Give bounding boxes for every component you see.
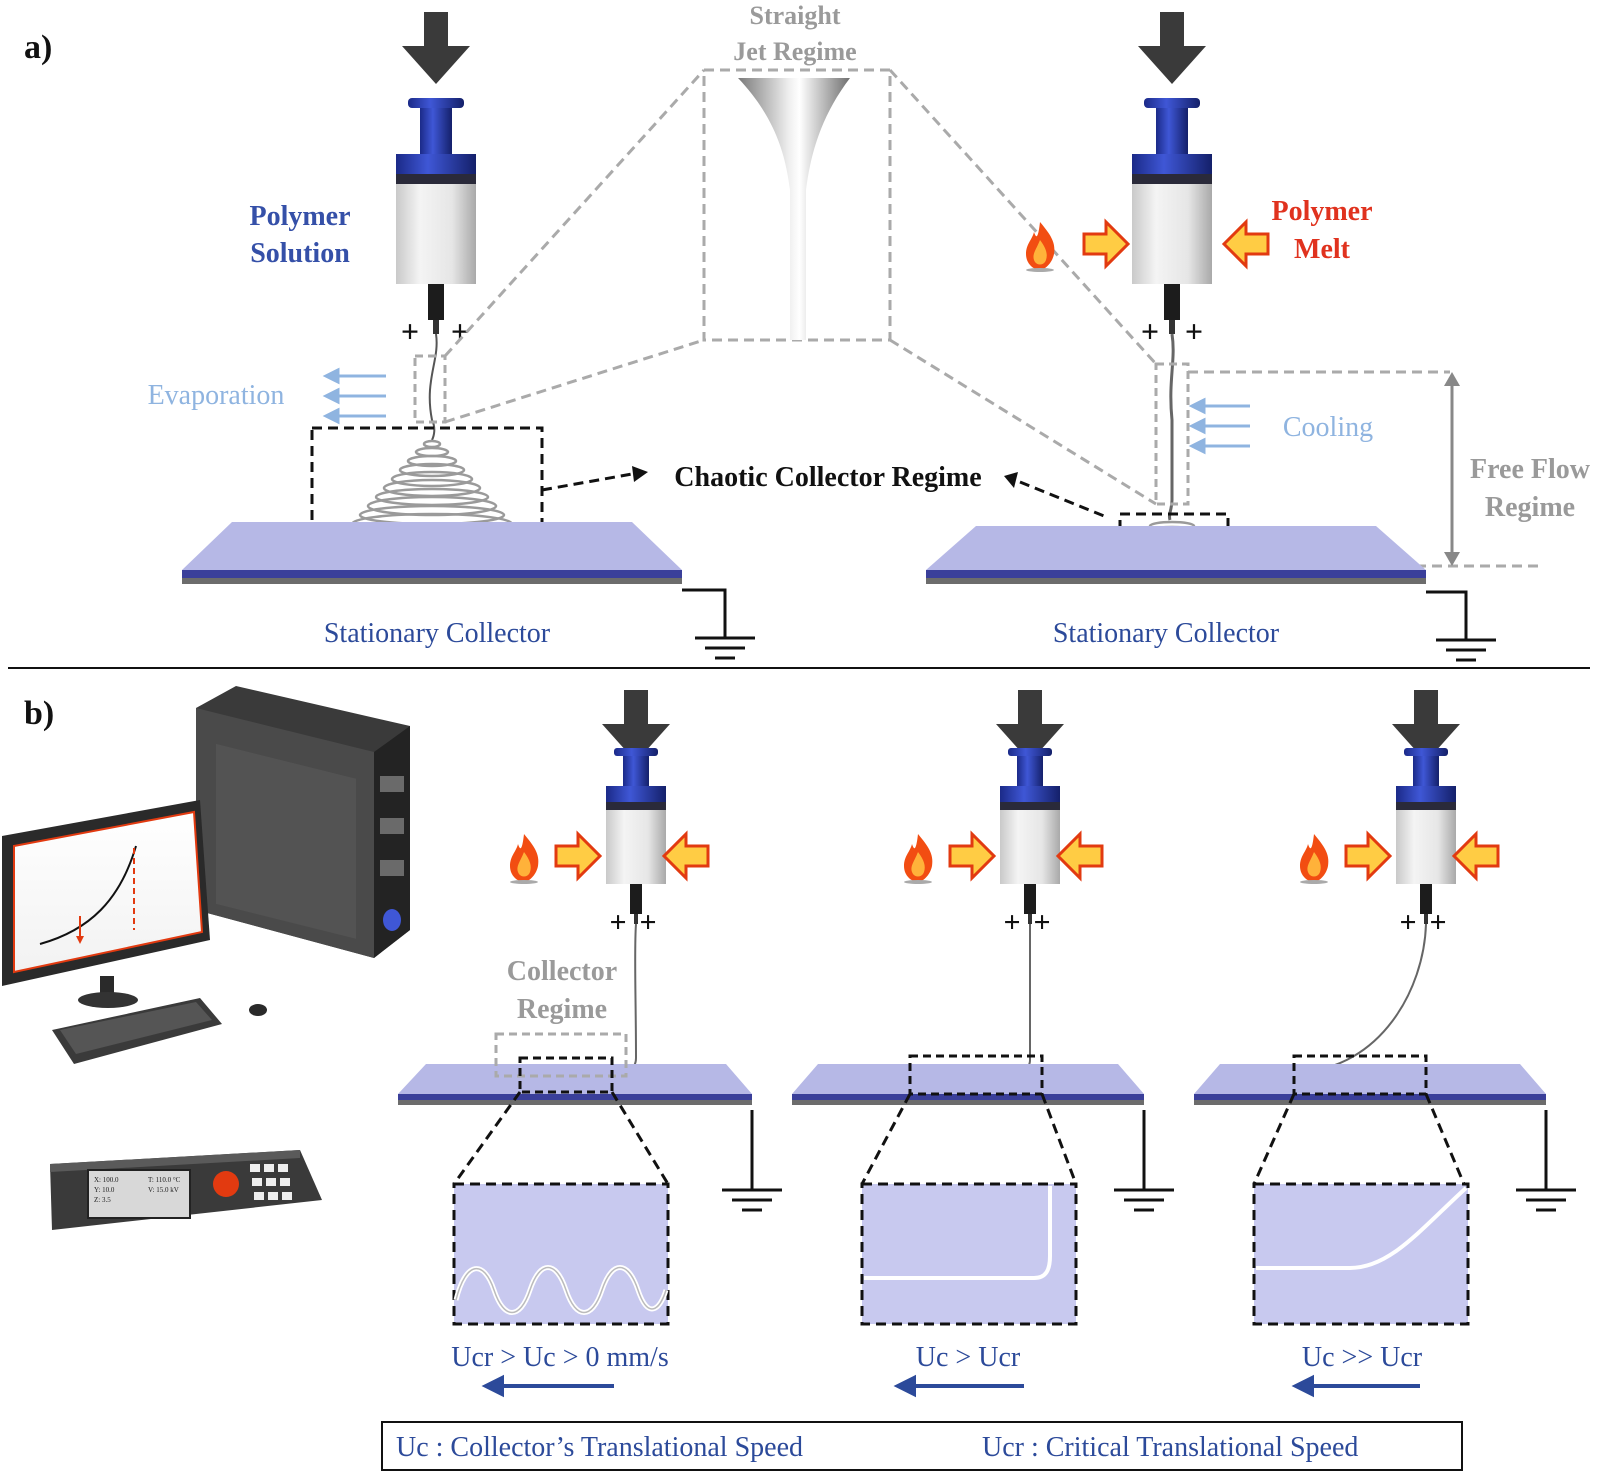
plus-sign: +	[1033, 906, 1050, 939]
straight-jet-box-right	[1154, 362, 1190, 506]
plus-sign: +	[451, 313, 469, 349]
stationary-collector-left: Stationary Collector	[324, 618, 551, 649]
plus-sign: +	[1141, 313, 1159, 349]
zoom-box-1	[452, 1182, 670, 1326]
flame-icon	[1026, 222, 1055, 272]
heat-arrow-icon	[1056, 832, 1104, 880]
plus-sign: +	[1003, 906, 1020, 939]
evaporation-label: Evaporation	[148, 380, 285, 411]
computer-tower-icon	[196, 686, 410, 958]
heat-arrow-icon	[1344, 832, 1392, 880]
syringe-melt	[1132, 98, 1212, 334]
collector-regime-label: Collector	[507, 956, 617, 987]
collector-plate-b3	[1194, 1064, 1546, 1094]
straight-jet-label: Straight	[750, 1, 841, 30]
plus-sign: +	[1185, 313, 1203, 349]
polymer-solution-label: Polymer	[249, 201, 350, 232]
legend-uc: Uc : Collector’s Translational Speed	[396, 1432, 803, 1463]
controller-z: Z: 3.5	[94, 1196, 111, 1204]
collector-regime-box	[494, 1032, 628, 1078]
plus-sign: +	[401, 313, 419, 349]
evaporation-arrows	[322, 367, 386, 425]
heat-arrow-icon	[1222, 220, 1270, 268]
jet	[1167, 333, 1175, 521]
zoom-connectors	[443, 68, 1158, 506]
heat-arrow-icon	[1452, 832, 1500, 880]
ground-icon	[1514, 1148, 1578, 1212]
legend-ucr: Ucr : Critical Translational Speed	[982, 1432, 1358, 1463]
jet	[619, 923, 638, 1071]
free-flow-label: Free Flow	[1470, 454, 1591, 485]
jet	[999, 924, 1031, 1073]
flame-icon	[1300, 834, 1329, 884]
controller-y: Y: 10.0	[94, 1186, 115, 1194]
controller-v: V: 15.0 kV	[148, 1186, 179, 1194]
stationary-collector-right: Stationary Collector	[1053, 618, 1280, 649]
collector-plate-right	[926, 526, 1426, 570]
plus-sign: +	[1399, 906, 1416, 939]
zoom-box-3	[1252, 1182, 1470, 1326]
heat-arrow-icon	[1082, 220, 1130, 268]
syringe-b2	[1000, 748, 1060, 924]
polymer-melt-label-2: Melt	[1294, 234, 1351, 265]
straight-jet-label-2: Jet Regime	[733, 37, 856, 66]
collector-plate-b1	[398, 1064, 752, 1094]
collector-plate-b2	[792, 1064, 1144, 1094]
syringe-b1	[606, 748, 666, 924]
syringe-b3	[1396, 748, 1456, 924]
panel-a-label: a)	[24, 29, 52, 66]
direction-arrows	[481, 1374, 1420, 1398]
ground-icon	[1112, 1148, 1176, 1212]
polymer-solution-label-2: Solution	[250, 238, 350, 269]
force-arrow-icon	[1138, 12, 1206, 84]
bent-fiber	[864, 1186, 1052, 1280]
jet	[428, 333, 438, 441]
heat-arrow-icon	[948, 832, 996, 880]
syringe-solution	[396, 98, 476, 334]
flame-icon	[510, 834, 539, 884]
polymer-melt-label: Polymer	[1271, 196, 1372, 227]
heat-arrow-icon	[554, 832, 602, 880]
zoom-connectors-b	[452, 1091, 1466, 1185]
speed-label-1: Ucr > Uc > 0 mm/s	[451, 1342, 668, 1373]
flame-icon	[904, 834, 933, 884]
chaotic-regime-label: Chaotic Collector Regime	[674, 462, 981, 493]
controller-icon: X: 100.0 Y: 10.0 Z: 3.5 T: 110.0 °C V: 1…	[50, 1150, 322, 1230]
jet	[1240, 923, 1427, 1073]
zoom-box-2	[860, 1182, 1078, 1326]
heat-arrow-icon	[662, 832, 710, 880]
cooling-label: Cooling	[1283, 412, 1373, 443]
monitor-icon	[2, 800, 210, 1008]
ground-icon	[720, 1148, 784, 1212]
keyboard-icon	[52, 998, 267, 1064]
speed-label-2: Uc > Ucr	[916, 1342, 1021, 1373]
collector-plate-left	[182, 522, 682, 570]
cooling-arrows	[1188, 397, 1250, 455]
controller-x: X: 100.0	[94, 1176, 119, 1184]
ground-icon	[1434, 598, 1498, 662]
speed-label-3: Uc >> Ucr	[1302, 1342, 1423, 1373]
collector-regime-label-2: Regime	[517, 994, 607, 1025]
legend-box	[381, 1421, 1463, 1471]
plus-sign: +	[609, 906, 626, 939]
ground-icon	[693, 596, 757, 660]
plus-sign: +	[1429, 906, 1446, 939]
force-arrow-icon	[402, 12, 470, 84]
straight-jet-box	[413, 354, 447, 424]
panel-b-label: b)	[24, 695, 54, 732]
jet-cone	[738, 78, 850, 340]
controller-t: T: 110.0 °C	[148, 1176, 181, 1184]
curved-fiber	[1256, 1186, 1468, 1270]
free-flow-label-2: Regime	[1485, 492, 1575, 523]
plus-sign: +	[639, 906, 656, 939]
